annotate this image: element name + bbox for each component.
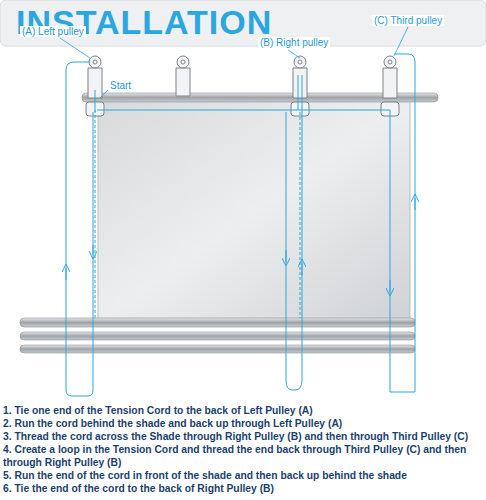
instruction-step: 3. Thread the cord across the Shade thro…: [3, 430, 483, 443]
instruction-step: 5. Run the end of the cord in front of t…: [3, 469, 483, 482]
start-label: Start: [108, 80, 133, 91]
part-label: (B) Right pulley: [258, 37, 330, 48]
instruction-step: 4. Create a loop in the Tension Cord and…: [3, 443, 483, 469]
instruction-list: 1. Tie one end of the Tension Cord to th…: [3, 404, 483, 495]
part-label: (A) Left pulley: [20, 26, 86, 37]
instruction-step: 2. Run the cord behind the shade and bac…: [3, 417, 483, 430]
instruction-step: 6. Tie the end of the cord to the back o…: [3, 482, 483, 495]
instruction-step: 1. Tie one end of the Tension Cord to th…: [3, 404, 483, 417]
part-label: (C) Third pulley: [372, 15, 444, 26]
